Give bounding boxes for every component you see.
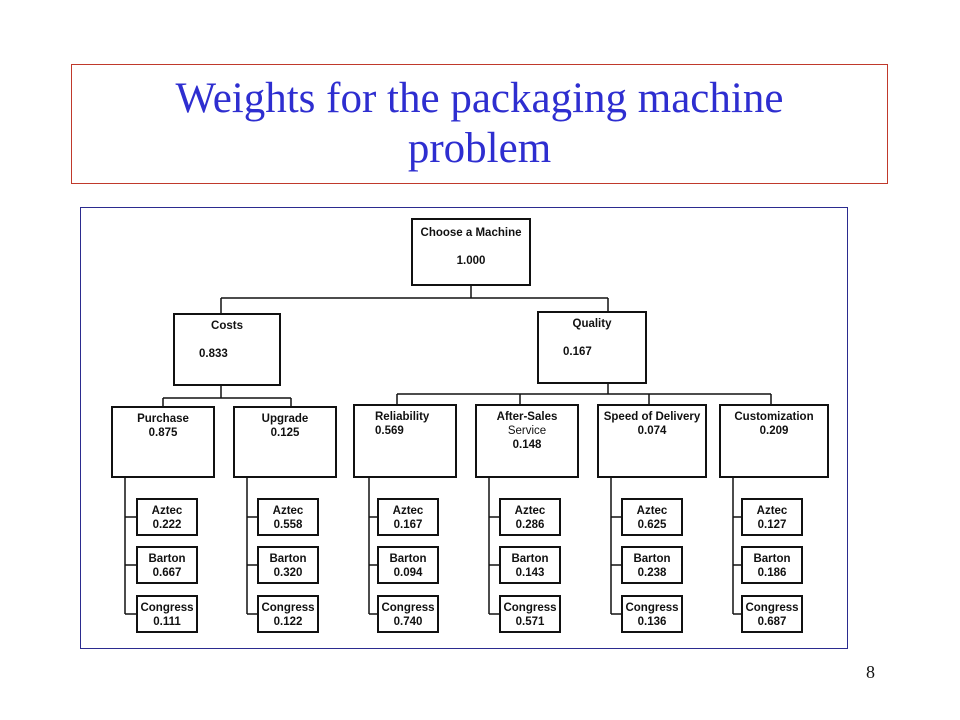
alternative-value: 0.625 <box>637 519 667 531</box>
criterion-label: After-Sales <box>496 411 558 423</box>
costs-value: 0.833 <box>199 348 228 360</box>
criterion-reliability: Reliability 0.569 <box>353 404 457 478</box>
alternative-label: Aztec <box>636 505 668 517</box>
alternative-label: Aztec <box>272 505 304 517</box>
alternative-label: Barton <box>511 553 549 565</box>
alternative-label: Aztec <box>392 505 424 517</box>
alternative-value: 0.127 <box>757 519 787 531</box>
alternative-node: Aztec 0.167 <box>377 498 439 536</box>
criterion-speed-of-delivery: Speed of Delivery 0.074 <box>597 404 707 478</box>
criterion-label: Customization <box>734 411 814 423</box>
diagram-frame: Choose a Machine 1.000 Costs 0.833 Quali… <box>80 207 848 649</box>
quality-label: Quality <box>572 318 612 330</box>
alternative-value: 0.186 <box>757 567 787 579</box>
criterion-value: 0.875 <box>148 427 178 439</box>
connector-lines <box>124 286 772 615</box>
criterion-upgrade: Upgrade 0.125 <box>233 406 337 478</box>
alternative-label: Barton <box>269 553 307 565</box>
alternative-label: Congress <box>745 602 799 614</box>
criterion-customization: Customization 0.209 <box>719 404 829 478</box>
alternative-node: Aztec 0.286 <box>499 498 561 536</box>
alternative-label: Congress <box>503 602 557 614</box>
alternative-node: Aztec 0.625 <box>621 498 683 536</box>
alternative-label: Congress <box>381 602 435 614</box>
alternative-label: Aztec <box>514 505 546 517</box>
alternative-label: Barton <box>389 553 427 565</box>
criterion-label: Purchase <box>137 413 189 425</box>
alternative-node: Barton 0.320 <box>257 546 319 584</box>
alternative-value: 0.238 <box>637 567 667 579</box>
quality-node: Quality 0.167 <box>537 311 647 384</box>
alternative-node: Aztec 0.558 <box>257 498 319 536</box>
alternative-node: Aztec 0.222 <box>136 498 198 536</box>
alternative-value: 0.094 <box>393 567 423 579</box>
costs-node: Costs 0.833 <box>173 313 281 386</box>
criterion-value: 0.125 <box>270 427 300 439</box>
root-label: Choose a Machine <box>420 227 522 239</box>
alternative-node: Barton 0.143 <box>499 546 561 584</box>
alternative-value: 0.222 <box>152 519 182 531</box>
alternative-label: Barton <box>148 553 186 565</box>
alternative-value: 0.167 <box>393 519 423 531</box>
root-value: 1.000 <box>456 255 486 267</box>
alternative-label: Congress <box>140 602 194 614</box>
alternative-label: Aztec <box>151 505 183 517</box>
alternative-label: Barton <box>753 553 791 565</box>
alternative-value: 0.558 <box>273 519 303 531</box>
page-number: 8 <box>866 662 875 682</box>
alternative-value: 0.571 <box>515 616 545 628</box>
criterion-label-line2: Service <box>507 425 547 437</box>
alternative-node: Congress 0.111 <box>136 595 198 633</box>
criterion-purchase: Purchase 0.875 <box>111 406 215 478</box>
alternative-node: Congress 0.122 <box>257 595 319 633</box>
alternative-node: Barton 0.238 <box>621 546 683 584</box>
criterion-label: Reliability <box>375 411 430 423</box>
alternative-label: Congress <box>261 602 315 614</box>
alternative-label: Barton <box>633 553 671 565</box>
criterion-value: 0.148 <box>512 439 542 451</box>
alternative-node: Congress 0.687 <box>741 595 803 633</box>
alternative-node: Barton 0.667 <box>136 546 198 584</box>
criterion-value: 0.569 <box>375 425 404 437</box>
alternative-value: 0.667 <box>152 567 182 579</box>
slide-title: Weights for the packaging machine proble… <box>175 75 784 172</box>
root-node: Choose a Machine 1.000 <box>411 218 531 286</box>
alternative-node: Barton 0.094 <box>377 546 439 584</box>
alternative-node: Congress 0.740 <box>377 595 439 633</box>
alternative-value: 0.740 <box>393 616 423 628</box>
criterion-label: Speed of Delivery <box>603 411 701 423</box>
criterion-value: 0.209 <box>759 425 789 437</box>
alternative-value: 0.111 <box>153 616 181 628</box>
quality-value: 0.167 <box>563 346 592 358</box>
alternative-value: 0.687 <box>757 616 787 628</box>
alternative-node: Congress 0.136 <box>621 595 683 633</box>
alternative-value: 0.286 <box>515 519 545 531</box>
criterion-value: 0.074 <box>637 425 667 437</box>
alternative-node: Congress 0.571 <box>499 595 561 633</box>
alternative-value: 0.122 <box>273 616 303 628</box>
alternative-node: Aztec 0.127 <box>741 498 803 536</box>
alternative-value: 0.136 <box>637 616 667 628</box>
criterion-label: Upgrade <box>261 413 309 425</box>
costs-label: Costs <box>211 320 243 332</box>
alternative-label: Congress <box>625 602 679 614</box>
criterion-after-sales: After-Sales Service 0.148 <box>475 404 579 478</box>
alternative-label: Aztec <box>756 505 788 517</box>
alternative-value: 0.320 <box>273 567 303 579</box>
alternative-node: Barton 0.186 <box>741 546 803 584</box>
alternative-value: 0.143 <box>515 567 545 579</box>
title-box: Weights for the packaging machine proble… <box>71 64 888 184</box>
